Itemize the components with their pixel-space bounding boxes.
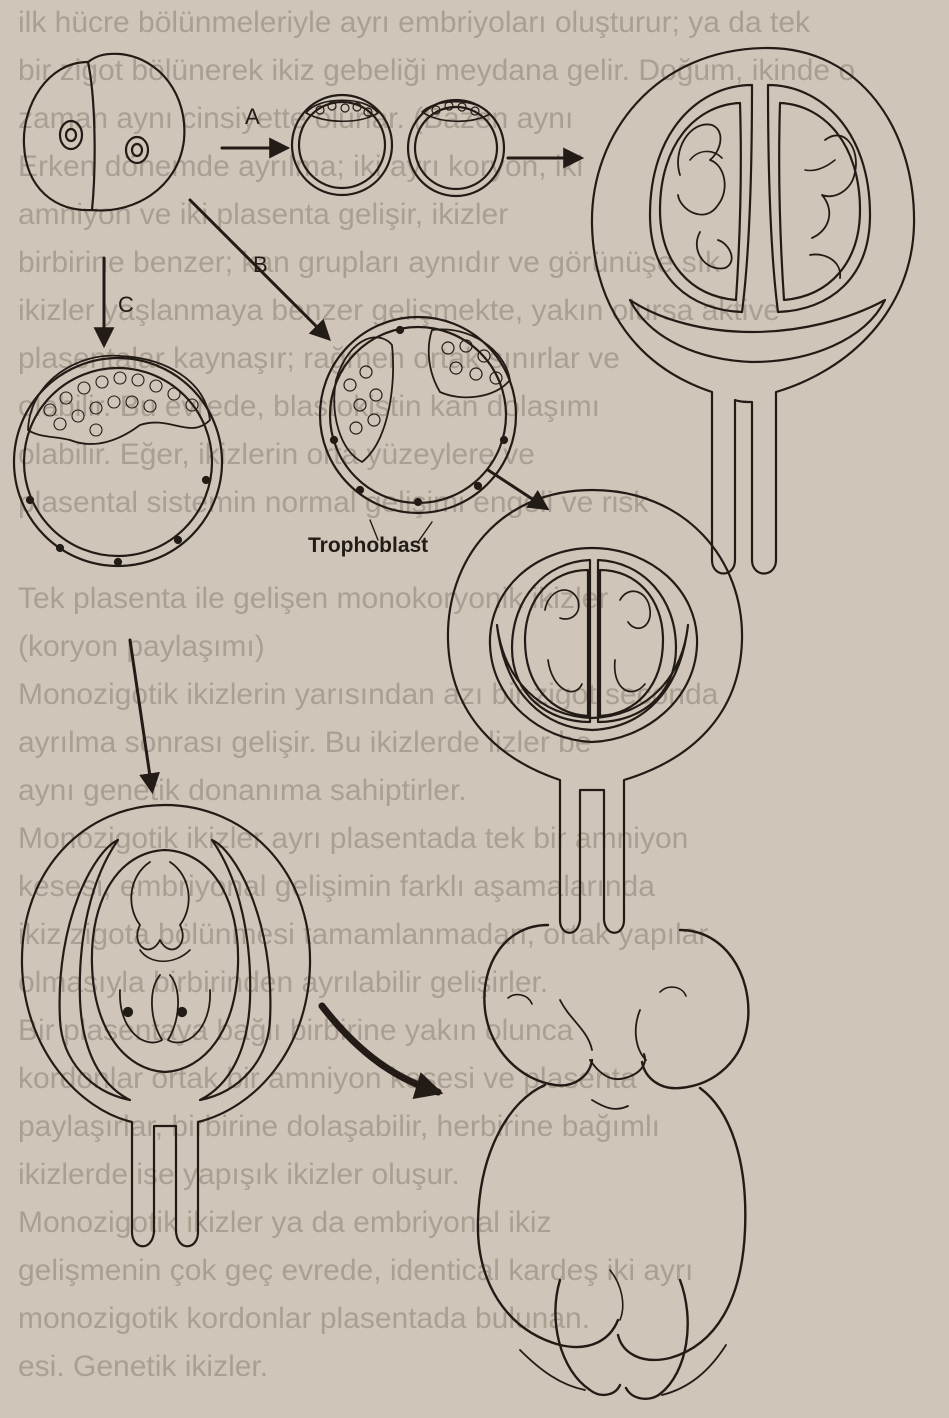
conjoined-twins [478, 925, 748, 1399]
label-path-c: C [118, 292, 134, 317]
arrow-c-to-monoamniotic [130, 640, 152, 790]
label-path-a: A [245, 104, 260, 129]
arrow-b-to-monochorionic [488, 470, 546, 508]
monoamniotic-twins [22, 805, 310, 1246]
dichorionic-twins-sac [592, 48, 914, 574]
label-path-b: B [253, 252, 268, 277]
blastocyst-c-single-inner-mass [14, 356, 222, 566]
blastocyst-a-left [292, 95, 392, 195]
arrow-to-conjoined [322, 1006, 438, 1092]
blastocyst-b-two-inner-masses [320, 317, 516, 513]
monochorionic-diamniotic-twins [448, 490, 742, 933]
label-trophoblast: Trophoblast [308, 534, 428, 557]
blastocyst-a-right [408, 100, 504, 196]
arrows [104, 148, 580, 1092]
two-cell-zygote [24, 54, 184, 211]
